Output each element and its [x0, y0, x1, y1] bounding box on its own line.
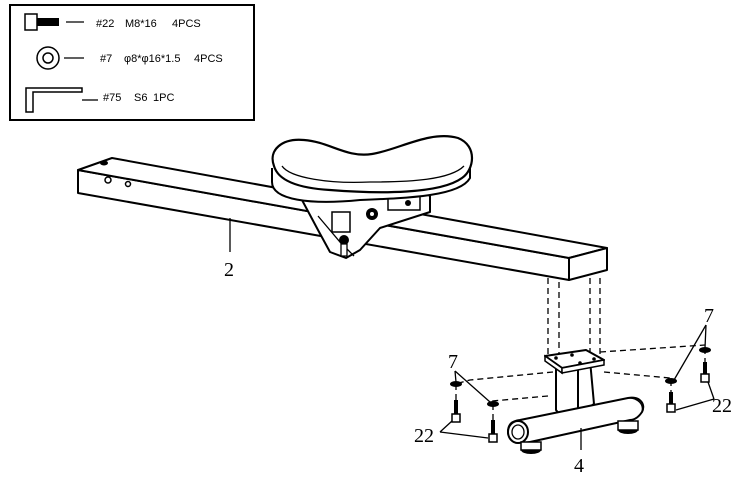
- parts-list-box: #22 M8*16 4PCS #7 φ8*φ16*1.5 4PCS #75 S6…: [9, 4, 255, 121]
- part-qty-7: 4PCS: [194, 53, 223, 65]
- washer-right-1: [699, 347, 711, 353]
- callout-bolt-left: 22: [414, 425, 434, 447]
- callout-washer-right: 7: [704, 305, 714, 327]
- bolt-left-1: [451, 400, 461, 423]
- part-spec-22: M8*16: [125, 18, 157, 30]
- rear-stabilizer: [506, 349, 645, 454]
- bolt-right-2: [666, 392, 676, 413]
- part-qty-75: 1PC: [153, 92, 174, 104]
- rail-hole: [100, 160, 108, 166]
- rail-hole: [124, 180, 132, 188]
- callout-rail: 2: [224, 259, 234, 281]
- washer-left-1: [450, 381, 462, 387]
- callout-bolt-right: 22: [712, 395, 732, 417]
- washer-icon: [36, 46, 84, 70]
- callout-washer-left: 7: [448, 351, 458, 373]
- seat: [271, 135, 474, 203]
- bolt-right-1: [700, 362, 710, 383]
- part-code-22: #22: [96, 18, 114, 30]
- callout-stabilizer: 4: [574, 455, 584, 477]
- part-code-7: #7: [100, 53, 112, 65]
- washer-left-2: [487, 401, 499, 407]
- rail-hole: [104, 176, 112, 184]
- bolt-left-2: [488, 420, 498, 443]
- part-spec-75: S6: [134, 92, 147, 104]
- allen-key-icon: [25, 87, 98, 113]
- part-qty-22: 4PCS: [172, 18, 201, 30]
- seat-carriage: [301, 187, 431, 259]
- bolt-icon: [24, 13, 84, 31]
- part-code-75: #75: [103, 92, 121, 104]
- part-spec-7: φ8*φ16*1.5: [124, 53, 180, 65]
- leader-lines: [229, 218, 715, 450]
